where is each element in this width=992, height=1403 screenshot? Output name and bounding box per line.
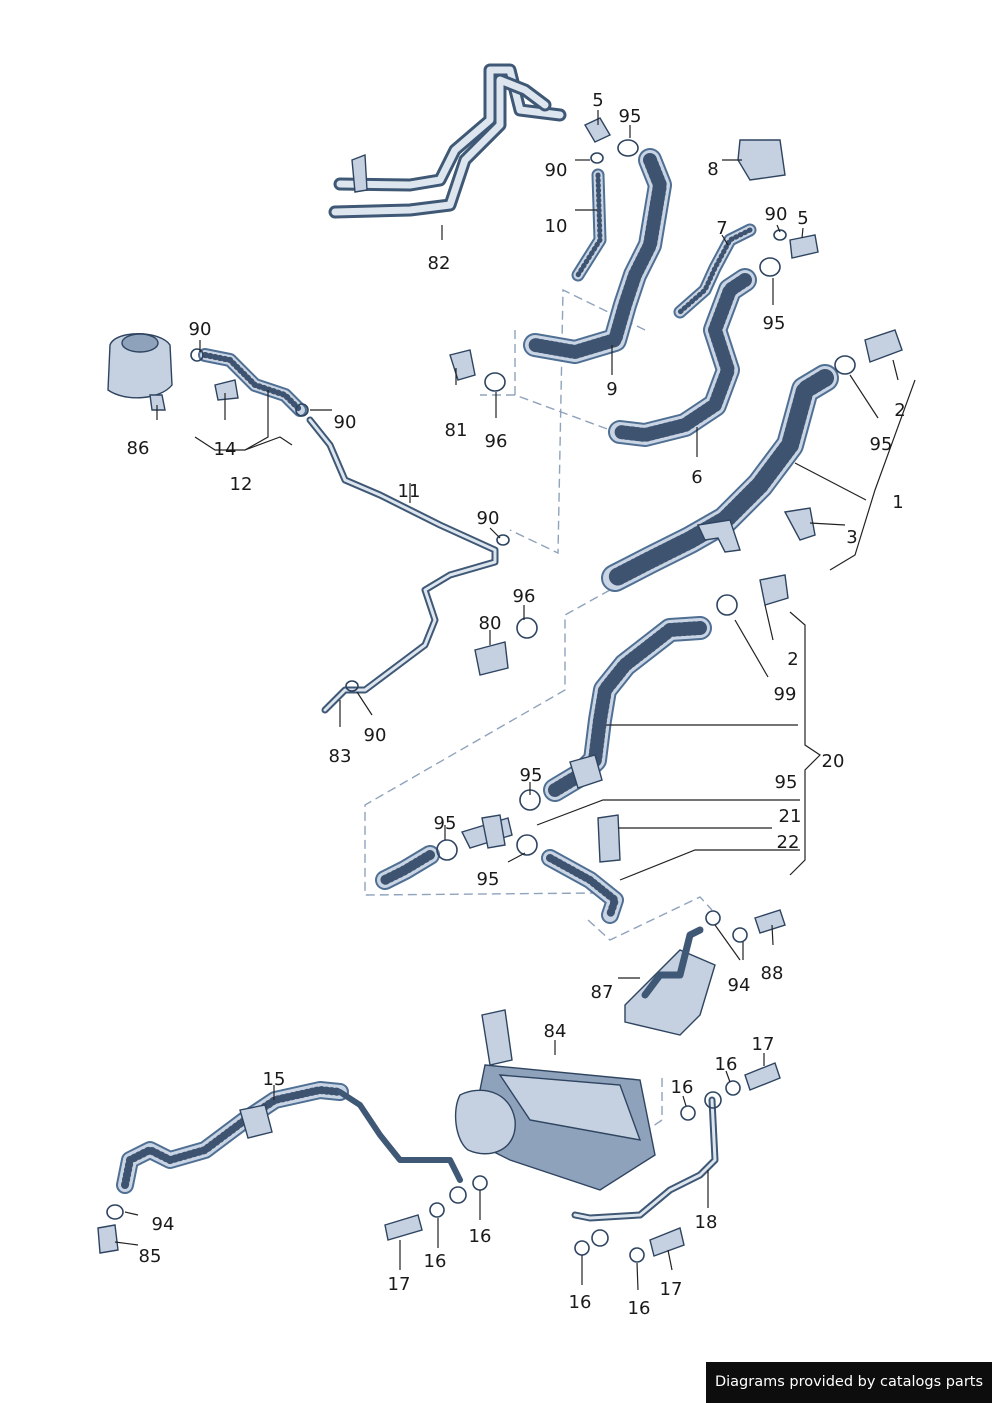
callout-16: 16 [715, 1054, 738, 1075]
callout-16: 16 [628, 1298, 651, 1319]
callout-8: 8 [707, 159, 718, 180]
pipe-assembly-82 [328, 63, 567, 219]
callout-90: 90 [334, 412, 357, 433]
callout-94: 94 [728, 975, 751, 996]
callout-2: 2 [787, 649, 798, 670]
hose-15 [116, 1081, 463, 1194]
callout-20: 20 [822, 751, 845, 772]
callout-18: 18 [695, 1212, 718, 1233]
callout-11: 11 [398, 481, 421, 502]
callout-88: 88 [761, 963, 784, 984]
callout-83: 83 [329, 746, 352, 767]
callout-82: 82 [428, 253, 451, 274]
callout-14: 14 [214, 439, 237, 460]
turbocharger-84 [454, 1009, 656, 1191]
cooler-87 [624, 926, 716, 1036]
callout-15: 15 [263, 1069, 286, 1090]
callout-95: 95 [477, 869, 500, 890]
callout-17: 17 [388, 1274, 411, 1295]
callout-16: 16 [469, 1226, 492, 1247]
callout-80: 80 [479, 613, 502, 634]
hose-6 [608, 268, 757, 447]
callout-16: 16 [569, 1292, 592, 1313]
callout-7: 7 [716, 218, 727, 239]
callout-16: 16 [671, 1077, 694, 1098]
expansion-tank-86 [107, 333, 173, 411]
callout-96: 96 [513, 586, 536, 607]
small-parts [97, 117, 903, 1263]
callout-16: 16 [424, 1251, 447, 1272]
callout-10: 10 [545, 216, 568, 237]
pipe-11 [306, 416, 499, 714]
hose-7 [673, 223, 757, 319]
callout-17: 17 [660, 1279, 683, 1300]
callout-96: 96 [485, 431, 508, 452]
callout-94: 94 [152, 1214, 175, 1235]
callout-95: 95 [434, 813, 457, 834]
callout-86: 86 [127, 438, 150, 459]
callout-95: 95 [870, 434, 893, 455]
callout-90: 90 [545, 160, 568, 181]
callout-labels: 1 2 2 3 5 5 6 7 8 9 10 11 12 14 15 16 16… [127, 90, 906, 1319]
callout-95: 95 [520, 765, 543, 786]
callout-90: 90 [765, 204, 788, 225]
hose-20 [543, 616, 712, 802]
footer-credit-badge: Diagrams provided by catalogs parts [706, 1362, 992, 1403]
callout-90: 90 [189, 319, 212, 340]
tee-piece [461, 814, 513, 849]
callout-90: 90 [477, 508, 500, 529]
hose-9 [523, 148, 672, 364]
callout-12: 12 [230, 474, 253, 495]
callout-1: 1 [892, 492, 903, 513]
callout-81: 81 [445, 420, 468, 441]
callout-5: 5 [592, 90, 603, 111]
callout-95: 95 [775, 772, 798, 793]
callout-90: 90 [364, 725, 387, 746]
hose-22 [541, 849, 624, 924]
callout-95: 95 [763, 313, 786, 334]
callout-9: 9 [606, 379, 617, 400]
leader-lines [114, 110, 916, 1291]
hose-10 [571, 168, 607, 282]
callout-17: 17 [752, 1034, 775, 1055]
callout-95: 95 [619, 106, 642, 127]
callout-21: 21 [779, 806, 802, 827]
callout-22: 22 [777, 832, 800, 853]
callout-2: 2 [894, 400, 905, 421]
callout-5: 5 [797, 208, 808, 229]
hose-1 [601, 364, 839, 592]
callout-87: 87 [591, 982, 614, 1003]
callout-3: 3 [846, 527, 857, 548]
callout-99: 99 [774, 684, 797, 705]
hose-lower-left [375, 845, 440, 890]
callout-85: 85 [139, 1246, 162, 1267]
hose-12 [198, 348, 307, 417]
callout-6: 6 [691, 467, 702, 488]
pipe-18 [571, 1096, 719, 1222]
callout-84: 84 [544, 1021, 567, 1042]
